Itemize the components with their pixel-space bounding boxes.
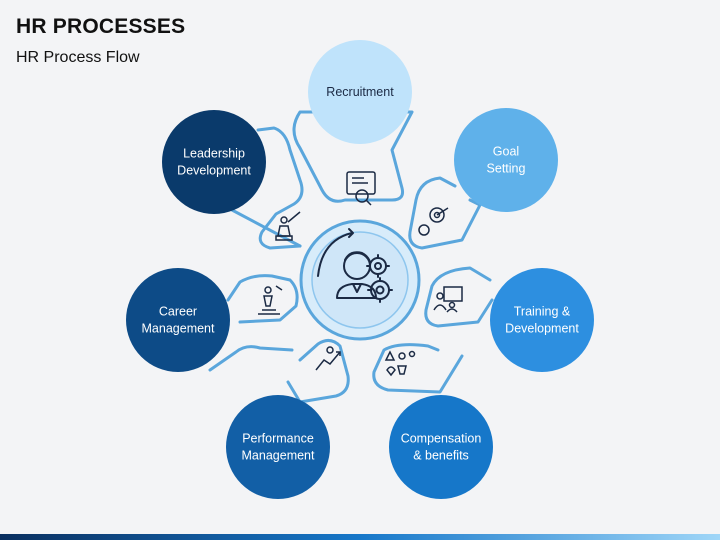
benefits-awards-icon [384, 350, 416, 377]
connector-training [424, 266, 494, 328]
slide-title: HR PROCESSES [16, 15, 186, 38]
node-label-performance-management: Management [242, 449, 315, 463]
node-compensation-benefits: Compensation & benefits [389, 395, 493, 499]
resume-search-icon [346, 171, 376, 206]
performance-trend-icon [315, 346, 341, 371]
training-presentation-icon [433, 286, 463, 313]
node-label-compensation-benefits: & benefits [413, 449, 469, 463]
connector-leadership [256, 126, 304, 250]
node-recruitment: Recruitment [308, 40, 412, 144]
node-circle-leadership-development [162, 110, 266, 214]
bottom-accent-bar [0, 534, 720, 540]
hr-manager-with-gears-icon [317, 228, 393, 303]
connector-career [226, 274, 299, 324]
node-label-compensation-benefits: Compensation [401, 432, 482, 446]
connector-performance [286, 339, 350, 404]
node-circle-goal-setting [454, 108, 558, 212]
node-label-career-management: Career [159, 305, 197, 319]
center-inner-circle [311, 231, 409, 329]
node-label-leadership-development: Leadership [183, 147, 245, 161]
node-label-training-development: Training & [514, 305, 571, 319]
node-label-goal-setting: Setting [487, 162, 526, 176]
slide-subtitle: HR Process Flow [16, 49, 140, 66]
node-circle-performance-management [226, 395, 330, 499]
node-label-goal-setting: Goal [493, 145, 519, 159]
node-label-recruitment: Recruitment [326, 85, 394, 99]
node-circle-compensation-benefits [389, 395, 493, 499]
node-training-development: Training & Development [490, 268, 594, 372]
node-circle-recruitment [308, 40, 412, 144]
career-ladder-icon [258, 285, 283, 315]
leader-podium-icon [275, 211, 301, 241]
center-hub [299, 219, 421, 341]
node-label-training-development: Development [505, 322, 579, 336]
target-gear-icon [418, 207, 449, 236]
node-label-career-management: Management [142, 322, 215, 336]
connector-recruitment [292, 110, 414, 203]
node-circle-training-development [490, 268, 594, 372]
node-circle-career-management [126, 268, 230, 372]
connector-compensation [372, 343, 464, 394]
node-label-leadership-development: Development [177, 164, 251, 178]
connector-goal-setting [408, 176, 482, 250]
connector-outer-2 [208, 345, 294, 372]
node-label-performance-management: Performance [242, 432, 314, 446]
